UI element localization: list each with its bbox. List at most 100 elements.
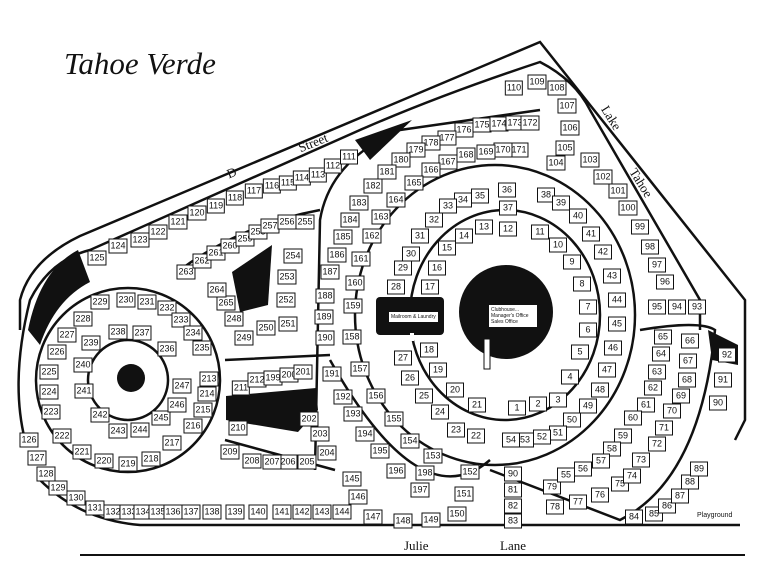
lot-264: 264 xyxy=(207,282,227,298)
lot-180: 180 xyxy=(391,152,411,168)
lot-182: 182 xyxy=(363,178,383,194)
lot-29: 29 xyxy=(394,260,412,276)
lot-128: 128 xyxy=(36,466,56,482)
clubhouse-walk xyxy=(483,338,491,370)
lot-248: 248 xyxy=(224,311,244,327)
lot-119: 119 xyxy=(206,198,226,214)
lot-226: 226 xyxy=(47,344,67,360)
lot-197: 197 xyxy=(410,482,430,498)
lot-158: 158 xyxy=(342,329,362,345)
lot-184: 184 xyxy=(340,212,360,228)
lot-223: 223 xyxy=(41,404,61,420)
lot-95: 95 xyxy=(648,299,666,315)
lot-141: 141 xyxy=(272,504,292,520)
lot-45: 45 xyxy=(608,316,626,332)
lot-46: 46 xyxy=(604,340,622,356)
lot-148: 148 xyxy=(393,513,413,529)
map-title: Tahoe Verde xyxy=(64,46,216,81)
lot-225: 225 xyxy=(39,364,59,380)
lot-216: 216 xyxy=(183,418,203,434)
lot-17: 17 xyxy=(421,279,439,295)
lot-170: 170 xyxy=(493,142,513,158)
lot-161: 161 xyxy=(351,251,371,267)
lot-106: 106 xyxy=(560,120,580,136)
lot-82: 82 xyxy=(504,498,522,514)
lot-186: 186 xyxy=(327,247,347,263)
lot-37: 37 xyxy=(499,200,517,216)
lot-222: 222 xyxy=(52,428,72,444)
lot-90: 90 xyxy=(504,466,522,482)
lot-5: 5 xyxy=(571,344,589,360)
lot-190: 190 xyxy=(315,330,335,346)
lot-18: 18 xyxy=(420,342,438,358)
lot-163: 163 xyxy=(371,209,391,225)
lot-220: 220 xyxy=(94,453,114,469)
lot-32: 32 xyxy=(425,212,443,228)
street-label-julie: Julie xyxy=(404,538,429,553)
lot-6: 6 xyxy=(579,322,597,338)
black-area-west xyxy=(28,250,90,345)
lot-169: 169 xyxy=(476,144,496,160)
outer-boundary xyxy=(18,40,747,441)
lot-185: 185 xyxy=(333,229,353,245)
lot-97: 97 xyxy=(648,257,666,273)
lot-240: 240 xyxy=(73,357,93,373)
lot-79: 79 xyxy=(543,479,561,495)
black-area-north xyxy=(355,120,412,160)
lot-56: 56 xyxy=(574,461,592,477)
lot-213: 213 xyxy=(199,371,219,387)
lot-44: 44 xyxy=(608,292,626,308)
lot-146: 146 xyxy=(348,489,368,505)
lot-98: 98 xyxy=(641,239,659,255)
lot-47: 47 xyxy=(598,362,616,378)
lot-59: 59 xyxy=(614,428,632,444)
lot-211: 211 xyxy=(231,380,251,396)
lot-192: 192 xyxy=(333,389,353,405)
playground-label: Playground xyxy=(697,512,733,519)
lot-201: 201 xyxy=(293,364,313,380)
lot-250: 250 xyxy=(256,320,276,336)
lot-137: 137 xyxy=(181,504,201,520)
lot-227: 227 xyxy=(57,327,77,343)
lot-24: 24 xyxy=(431,404,449,420)
center-loop-outer xyxy=(353,163,637,467)
lot-194: 194 xyxy=(355,426,375,442)
lot-245: 245 xyxy=(151,410,171,426)
lot-228: 228 xyxy=(73,311,93,327)
lot-43: 43 xyxy=(603,268,621,284)
lot-214: 214 xyxy=(197,386,217,402)
clubhouse-sign: Clubhouse... Manager's Office Sales Offi… xyxy=(488,304,538,328)
lot-238: 238 xyxy=(108,324,128,340)
lot-136: 136 xyxy=(163,504,183,520)
lot-88: 88 xyxy=(681,474,699,490)
lot-103: 103 xyxy=(580,152,600,168)
lot-164: 164 xyxy=(386,192,406,208)
lot-139: 139 xyxy=(225,504,245,520)
managers-office-label: Manager's Office xyxy=(491,313,529,319)
lot-77: 77 xyxy=(569,494,587,510)
lot-52: 52 xyxy=(533,429,551,445)
lot-132: 132 xyxy=(103,504,123,520)
lot-13: 13 xyxy=(475,219,493,235)
lot-73: 73 xyxy=(632,452,650,468)
lot-152: 152 xyxy=(460,464,480,480)
lot-183: 183 xyxy=(349,195,369,211)
lot-122: 122 xyxy=(148,224,168,240)
lot-140: 140 xyxy=(248,504,268,520)
lot-241: 241 xyxy=(74,383,94,399)
lot-42: 42 xyxy=(594,244,612,260)
lot-156: 156 xyxy=(366,388,386,404)
lot-144: 144 xyxy=(332,504,352,520)
lot-249: 249 xyxy=(234,330,254,346)
lot-125: 125 xyxy=(87,250,107,266)
lot-162: 162 xyxy=(362,228,382,244)
lot-15: 15 xyxy=(438,240,456,256)
lot-25: 25 xyxy=(415,388,433,404)
lot-35: 35 xyxy=(471,188,489,204)
lot-236: 236 xyxy=(157,341,177,357)
lot-254: 254 xyxy=(283,248,303,264)
lot-20: 20 xyxy=(446,382,464,398)
lot-195: 195 xyxy=(370,443,390,459)
street-label-lane: Lane xyxy=(500,538,526,553)
lot-31: 31 xyxy=(411,228,429,244)
